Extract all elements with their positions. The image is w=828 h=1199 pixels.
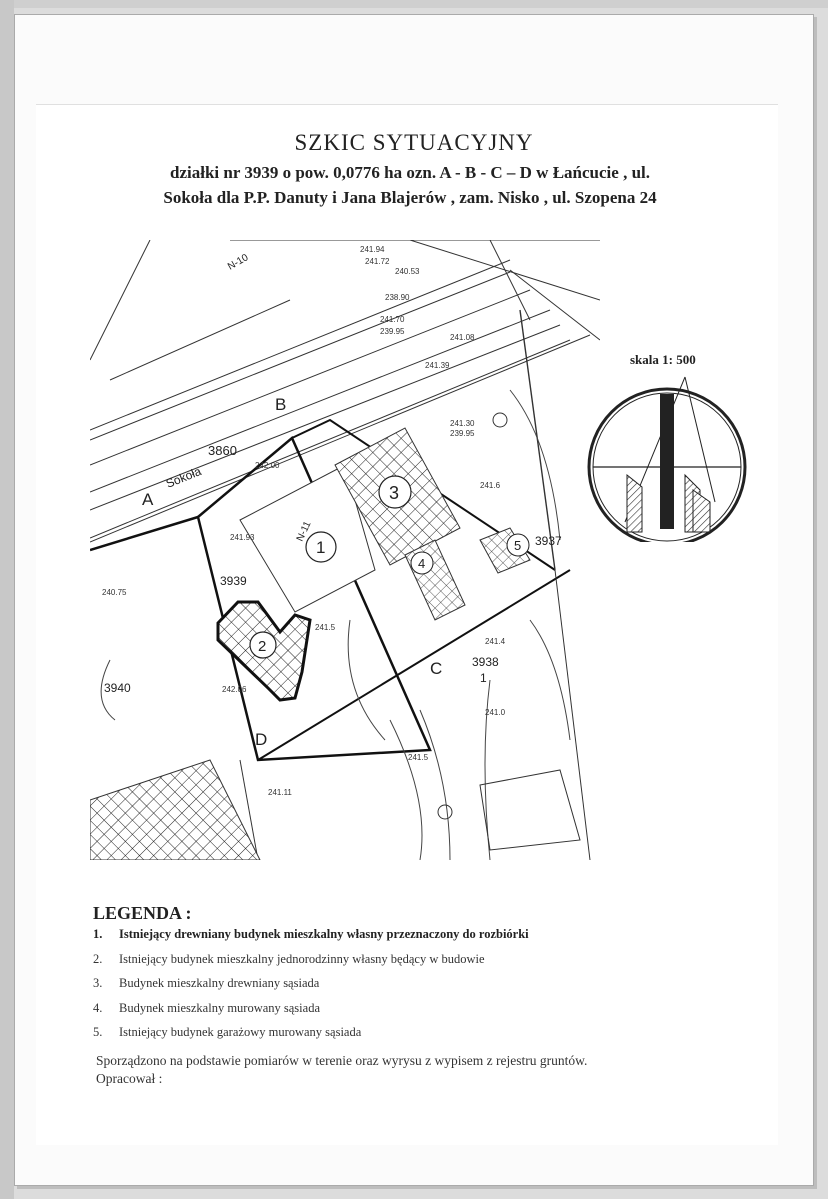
north-arrow-shaft: [660, 394, 674, 529]
building-1-number: 1: [316, 538, 325, 557]
parcel-3938-fraction: 1: [480, 671, 487, 685]
elevation-label: 241.93: [230, 533, 255, 542]
parcel-3939-label: 3939: [220, 574, 247, 588]
neighbour-garage-outline: [479, 769, 581, 851]
parcel-boundary-east: [291, 418, 556, 571]
north-arrow-symbol: [585, 372, 755, 547]
elevation-label: 239.95: [450, 429, 475, 438]
scan-edge-top: [0, 0, 828, 8]
legend-item: 2.Istniejący budynek mieszkalny jednorod…: [93, 951, 485, 966]
document-footer: Sporządzono na podstawie pomiarów w tere…: [96, 1052, 716, 1088]
elevation-label: 241.08: [450, 333, 475, 342]
parcel-line-a: [90, 515, 199, 552]
corner-c: C: [430, 659, 442, 678]
north-marker-n10: N-10: [226, 252, 251, 273]
building-4-outline: [404, 539, 466, 621]
site-plan-svg: 1 2 3 4 5: [90, 240, 600, 860]
subtitle-line-1: działki nr 3939 o pow. 0,0776 ha ozn. A …: [170, 163, 650, 182]
parcel-line-south: [239, 759, 259, 860]
footer-source-note: Sporządzono na podstawie pomiarów w tere…: [96, 1053, 588, 1068]
parcel-3860-label: 3860: [208, 443, 237, 458]
elevation-label: 242.00: [255, 461, 280, 470]
legend-item: 5.Istniejący budynek garażowy murowany s…: [93, 1025, 362, 1039]
elevation-label: 241.0: [485, 708, 506, 717]
street-name-label: Sokoła: [164, 464, 204, 491]
building-5-marker: [506, 533, 530, 557]
elevation-label: 241.70: [380, 315, 405, 324]
parcel-3938-label: 3938: [472, 655, 499, 669]
building-1-marker: [305, 531, 337, 563]
parcel-line-east: [554, 569, 591, 860]
legend-title: LEGENDA :: [93, 903, 192, 923]
elevation-label: 241.5: [315, 623, 336, 632]
building-5-number: 5: [514, 538, 521, 553]
elevation-label: 241.6: [480, 481, 501, 490]
elevation-label: 241.11: [268, 788, 292, 797]
building-3-number: 3: [389, 483, 399, 503]
sd-symbol-2: [437, 804, 453, 820]
document-subtitle: działki nr 3939 o pow. 0,0776 ha ozn. A …: [80, 160, 740, 210]
legend-item: 1.Istniejący drewniany budynek mieszkaln…: [93, 927, 529, 941]
neighbour-area-hatched: [90, 759, 261, 860]
corner-b: B: [275, 395, 286, 414]
building-3-marker: [378, 475, 412, 509]
building-4-marker: [410, 551, 434, 575]
corner-a: A: [142, 490, 154, 509]
north-diagonal-2: [684, 376, 716, 503]
document-title: SZKIC SYTUACYJNY: [294, 130, 534, 155]
elevation-label: 241.4: [485, 637, 506, 646]
site-plan-map: 1 2 3 4 5: [90, 240, 600, 860]
elevation-label: 241.94: [360, 245, 385, 254]
scale-label: skala 1: 500: [630, 352, 696, 367]
elevation-label: 240.75: [102, 588, 127, 597]
north-letter-n-left: [626, 473, 643, 533]
sd-symbol-1: [492, 412, 508, 428]
building-4-number: 4: [418, 556, 425, 571]
parcel-3939-boundary: [196, 435, 432, 762]
elevation-labels: 241.94 241.72 240.53 238.90 241.70 241.0…: [102, 245, 506, 797]
legend-item: 4.Budynek mieszkalny murowany sąsiada: [93, 1000, 320, 1015]
terrain-contours: [100, 389, 571, 860]
subtitle-line-2: Sokoła dla P.P. Danuty i Jana Blajerów ,…: [163, 188, 657, 207]
building-5-outline: [479, 527, 531, 574]
building-2-marker: [249, 631, 277, 659]
parcel-3940-label: 3940: [104, 681, 131, 695]
legend-list: 1.Istniejący drewniany budynek mieszkaln…: [93, 924, 653, 1047]
elevation-label: 240.53: [395, 267, 420, 276]
elevation-label: 241.39: [425, 361, 450, 370]
footer-prepared-by: Opracował :: [96, 1071, 163, 1086]
elevation-label: 241.5: [408, 753, 429, 762]
north-arrow-svg: [587, 376, 747, 547]
parcel-line-c: [257, 569, 571, 761]
parcel-3937-label: 3937: [535, 534, 562, 548]
elevation-label: 241.72: [365, 257, 390, 266]
scan-edge-left: [0, 0, 14, 1199]
elevation-label: 239.95: [380, 327, 405, 336]
legend-item: 3.Budynek mieszkalny drewniany sąsiada: [93, 976, 320, 990]
building-2-number: 2: [258, 638, 266, 655]
road-lines: [90, 240, 600, 543]
elevation-label: 241.30: [450, 419, 475, 428]
elevation-label: 238.90: [385, 293, 410, 302]
elevation-label: 242.06: [222, 685, 247, 694]
corner-d: D: [255, 730, 267, 749]
north-letter-n-diag: [692, 489, 711, 533]
building-1-outline: [239, 464, 376, 613]
